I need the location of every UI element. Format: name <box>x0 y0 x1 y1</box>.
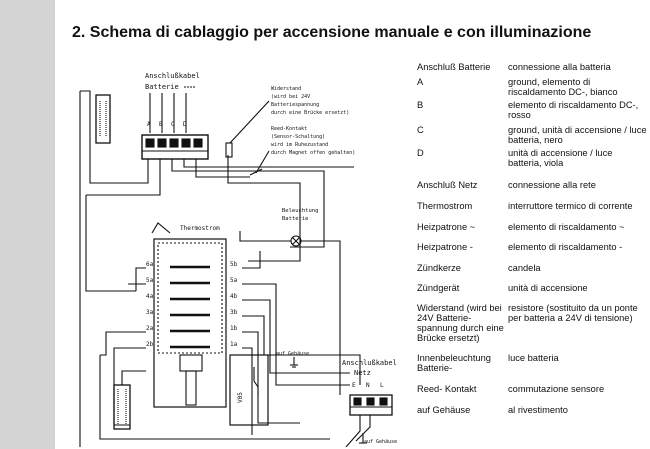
left-margin-bar <box>0 0 55 449</box>
legend-term: C <box>417 125 424 135</box>
reed-note: Reed-Kontakt <box>271 126 307 132</box>
legend-term: Heizpatrone - <box>417 242 473 252</box>
ground-housing-label-2: auf Gehäuse <box>364 439 397 445</box>
terminal-4b: 4b <box>230 293 238 300</box>
heater-cartridge <box>113 384 131 430</box>
resistor-note-4: durch eine Brücke ersetzt) <box>271 110 349 116</box>
mains-connector-block <box>349 394 393 416</box>
legend-term: D <box>417 148 424 158</box>
mains-pin-e: E <box>352 382 356 389</box>
resistor-note-3: Batteriespannung <box>271 102 319 108</box>
terminal-1a: 1a <box>230 341 238 348</box>
pin-c-label: C <box>171 121 175 128</box>
page-title: 2. Schema di cablaggio per accensione ma… <box>72 24 592 41</box>
igniter-v05-label: V05 <box>237 392 244 403</box>
resistor-note-2: (wird bei 24V <box>271 94 310 100</box>
legend-desc: connessione alla rete <box>508 180 596 190</box>
legend-desc: resistore (sostituito da un ponte per ba… <box>508 303 638 323</box>
legend-desc: elemento di riscaldamento ~ <box>508 222 625 232</box>
legend-term: Thermostrom <box>417 201 473 211</box>
terminal-5b: 5b <box>230 261 238 268</box>
mains-pin-l: L <box>380 382 384 389</box>
legend-desc: elemento di riscaldamento - <box>508 242 623 252</box>
pin-b-label: B <box>159 121 163 128</box>
legend-desc: unità di accensione <box>508 283 588 293</box>
legend-desc: connessione alla batteria <box>508 62 611 72</box>
igniter-module <box>229 354 269 426</box>
wiring-diagram: Anschlußkabel Batterie A B C D Widerstan… <box>79 72 397 447</box>
terminal-3a: 3a <box>146 309 154 316</box>
reed-note-4: durch Magnet offen gehalten) <box>271 150 355 156</box>
terminal-2a: 2a <box>146 325 154 332</box>
legend-term: auf Gehäuse <box>417 405 471 415</box>
mains-connector-label: Anschlußkabel <box>342 359 397 367</box>
terminal-6a: 6a <box>146 261 154 268</box>
legend-term: A <box>417 77 424 87</box>
legend-term: Innenbeleuchtung Batterie- <box>417 353 491 373</box>
legend-term: Zündkerze <box>417 263 461 273</box>
battery-connector-label-2: Batterie <box>145 83 179 91</box>
terminal-4a: 4a <box>146 293 154 300</box>
legend-desc: luce batteria <box>508 353 559 363</box>
legend-term: Zündgerät <box>417 283 460 293</box>
terminal-5a-right: 5a <box>230 277 238 284</box>
resistor-symbol <box>225 142 233 158</box>
terminal-3b: 3b <box>230 309 238 316</box>
legend-desc: elemento di riscaldamento DC-, rosso <box>508 100 639 120</box>
legend-desc: interruttore termico di corrente <box>508 201 633 211</box>
battery-connector-label: Anschlußkabel <box>145 72 200 80</box>
pin-a-label: A <box>147 121 151 128</box>
legend-term: Anschluß Batterie <box>417 62 491 72</box>
legend-term: Reed- Kontakt <box>417 384 477 394</box>
legend-term: Widerstand (wird bei 24V Batterie-spannu… <box>417 303 504 343</box>
battery-fuse-box <box>95 94 111 144</box>
legend-term: Anschluß Netz <box>417 180 478 190</box>
legend-desc: ground, unità di accensione / luce batte… <box>508 125 647 145</box>
legend-term: Heizpatrone ~ <box>417 222 476 232</box>
reed-note-2: (Sensor-Schaltung) <box>271 134 325 140</box>
legend-desc: ground, elemento di riscaldamento DC-, b… <box>508 77 618 97</box>
lamp-label-2: Batterie <box>282 216 309 222</box>
thermostat-label: Thermostrom <box>180 225 220 232</box>
terminal-5a-left: 5a <box>146 277 154 284</box>
reed-note-3: wird im Ruhezustand <box>271 142 328 148</box>
legend-desc: commutazione sensore <box>508 384 605 394</box>
legend-term: B <box>417 100 424 110</box>
pin-d-label: D <box>183 121 187 128</box>
terminal-1b: 1b <box>230 325 238 332</box>
ground-housing-label: auf Gehäuse <box>276 351 309 357</box>
legend-desc: al rivestimento <box>508 405 568 415</box>
lamp-label: Beleuchtung <box>282 208 318 214</box>
terminal-2b: 2b <box>146 341 154 348</box>
battery-connector-block <box>141 134 209 160</box>
thermostat-switch <box>151 222 171 234</box>
mains-pin-n: N <box>366 382 370 389</box>
mains-connector-label-2: Netz <box>354 369 371 377</box>
reed-contact-symbol <box>249 168 263 176</box>
legend-desc: unità di accensione / luce batteria, vio… <box>508 148 613 168</box>
legend-desc: candela <box>508 263 541 273</box>
resistor-note: Widerstand <box>271 86 301 92</box>
heater-assembly <box>153 238 227 408</box>
